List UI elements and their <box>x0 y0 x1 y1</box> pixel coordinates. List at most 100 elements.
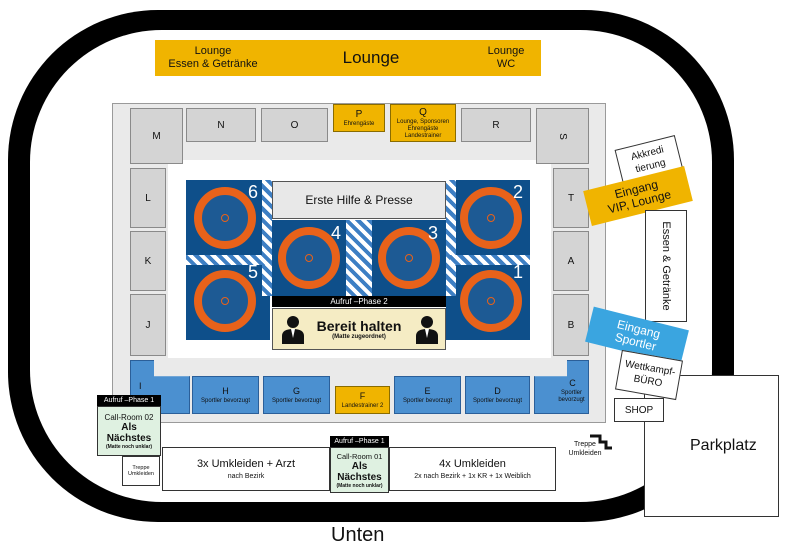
parkplatz-label: Parkplatz <box>690 437 757 454</box>
lounge-right-line1: Lounge <box>487 45 525 57</box>
area-O-label: O <box>290 119 299 131</box>
treppe-left: Treppe Umkleiden <box>122 456 160 486</box>
lounge-left: Lounge Essen & Getränke <box>155 40 271 76</box>
area-K: K <box>130 231 166 291</box>
mat-stripe-right-h <box>450 255 530 265</box>
mat-5 <box>194 270 256 332</box>
umkleiden-right-sub: 2x nach Bezirk + 1x KR + 1x Weiblich <box>414 473 531 480</box>
shop-box: SHOP <box>614 398 664 422</box>
area-C-label: C <box>569 377 576 388</box>
area-Q: Q Lounge, Sponsoren Ehrengäste Landestra… <box>390 104 456 142</box>
call-room-01-naechstes: Nächstes <box>337 471 382 483</box>
area-Q-label: Q <box>419 107 427 118</box>
call-room-02-als: Als <box>121 421 137 433</box>
mat-stripe-left-h <box>186 255 266 265</box>
area-C-sub1: Sportler <box>560 389 582 396</box>
mat-4 <box>278 227 340 289</box>
mat-1-number: 1 <box>513 262 524 282</box>
lounge-left-line2: Essen & Getränke <box>168 58 258 70</box>
mat-4-number: 4 <box>331 223 342 243</box>
essen-getraenke-side-label: Essen & Getränke <box>660 221 672 311</box>
stairs-icon <box>590 434 612 450</box>
area-F-label: F <box>359 391 366 401</box>
treppe-left-line1: Treppe <box>132 464 150 471</box>
area-T-label: T <box>567 192 575 204</box>
area-C-sub2: bevorzugt <box>558 396 585 403</box>
lounge-right: Lounge WC <box>471 40 541 76</box>
area-B-label: B <box>567 319 575 331</box>
area-J: J <box>130 294 166 356</box>
area-S-label: S <box>556 132 568 140</box>
area-P: P Ehrengäste <box>333 104 385 132</box>
mat-stripe-left-v <box>262 180 272 296</box>
mat-1 <box>460 270 522 332</box>
call-room-01-als: Als <box>351 460 368 472</box>
area-G: G Sportler bevorzugt <box>263 376 330 414</box>
area-D-sub: Sportler bevorzugt <box>472 398 523 404</box>
treppe-right-line1: Treppe <box>574 441 596 448</box>
umkleiden-left: 3x Umkleiden + Arzt nach Bezirk <box>162 447 330 491</box>
ready-label: Bereit halten <box>316 318 402 334</box>
call-room-01-title: Call-Room 01 <box>336 451 383 461</box>
area-P-sub: Ehrengäste <box>343 121 375 127</box>
area-Q-sub1: Lounge, Sponsoren <box>396 119 450 125</box>
call-room-02: Call-Room 02 Als Nächstes (Matte noch un… <box>97 406 161 456</box>
mat-stripe-middle <box>346 220 372 296</box>
call-room-02-naechstes: Nächstes <box>106 432 152 444</box>
umkleiden-left-label: 3x Umkleiden + Arzt <box>196 458 296 470</box>
umkleiden-right-label: 4x Umkleiden <box>439 458 506 470</box>
area-F: F Landestrainer 2 <box>335 386 390 414</box>
area-P-label: P <box>355 109 363 120</box>
essen-getraenke-side-label-wrap: Essen & Getränke <box>656 210 676 322</box>
call-room-01: Call-Room 01 Als Nächstes (Matte noch un… <box>330 447 389 493</box>
person-icon-right <box>416 316 438 344</box>
mat-stripe-right-v <box>446 180 456 296</box>
area-N: N <box>186 108 256 142</box>
area-O: O <box>261 108 328 142</box>
call-room-02-title: Call-Room 02 <box>104 412 154 422</box>
mat-3-number: 3 <box>428 223 439 243</box>
call-room-01-sub: (Matte noch unklar) <box>336 482 383 489</box>
area-E-sub: Sportler bevorzugt <box>402 398 453 404</box>
lounge-center: Lounge <box>271 40 471 76</box>
area-E: E Sportler bevorzugt <box>394 376 461 414</box>
area-T: T <box>553 168 589 228</box>
mat-3 <box>378 227 440 289</box>
area-L: L <box>130 168 166 228</box>
area-D-label: D <box>494 386 501 396</box>
lounge-right-line2: WC <box>496 58 516 70</box>
mat-5-number: 5 <box>248 262 259 282</box>
area-M-label: M <box>152 130 161 142</box>
person-icon-left <box>282 316 304 344</box>
area-B: B <box>553 294 589 356</box>
area-K-label: K <box>144 255 152 267</box>
treppe-right-line2: Umkleiden <box>568 450 602 457</box>
mat-6-number: 6 <box>248 182 259 202</box>
area-I-label: I <box>139 381 142 391</box>
area-R-label: R <box>492 119 500 131</box>
area-G-sub: Sportler bevorzugt <box>271 398 322 404</box>
area-H: H Sportler bevorzugt <box>192 376 259 414</box>
first-aid-press-label: Erste Hilfe & Presse <box>305 193 413 207</box>
lounge-left-line1: Lounge <box>194 45 232 57</box>
area-S: S <box>536 108 589 164</box>
call-phase2-bar: Aufruf –Phase 2 <box>272 296 446 307</box>
call-room-01-phase: Aufruf –Phase 1 <box>330 436 389 447</box>
area-N-label: N <box>217 119 225 131</box>
treppe-right-label: Treppe Umkleiden <box>556 440 614 458</box>
first-aid-press: Erste Hilfe & Presse <box>272 181 446 219</box>
essen-getraenke-side <box>645 210 687 322</box>
call-room-02-phase: Aufruf –Phase 1 <box>97 395 161 406</box>
area-M: M <box>130 108 183 164</box>
unten-label: Unten <box>331 524 385 546</box>
shop-label: SHOP <box>624 404 654 416</box>
area-L-label: L <box>145 192 151 204</box>
call-room-02-sub: (Matte noch unklar) <box>105 443 153 450</box>
call-phase2-label: Aufruf –Phase 2 <box>330 297 388 306</box>
area-H-sub: Sportler bevorzugt <box>200 398 251 404</box>
mat-6 <box>194 187 256 249</box>
area-F-sub: Landestrainer 2 <box>341 403 384 409</box>
call-room-01-phase-label: Aufruf –Phase 1 <box>334 438 385 445</box>
area-Q-sub3: Landestrainer <box>404 133 442 139</box>
area-D: D Sportler bevorzugt <box>465 376 530 414</box>
